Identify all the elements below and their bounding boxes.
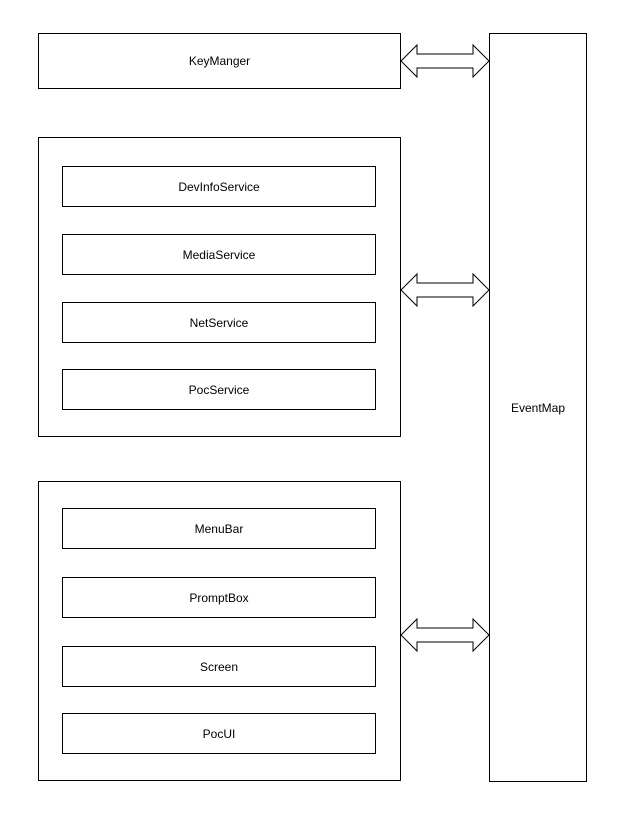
menu-bar-label: MenuBar xyxy=(194,521,244,536)
poc-ui-label: PocUI xyxy=(202,726,236,741)
dev-info-service-label: DevInfoService xyxy=(178,179,260,194)
poc-ui-box: PocUI xyxy=(62,713,376,754)
screen-label: Screen xyxy=(199,659,239,674)
prompt-box-label: PromptBox xyxy=(189,590,249,605)
double-arrow-keymanager xyxy=(400,43,490,79)
event-map-box: EventMap xyxy=(489,33,587,782)
dev-info-service-box: DevInfoService xyxy=(62,166,376,207)
prompt-box-box: PromptBox xyxy=(62,577,376,618)
screen-box: Screen xyxy=(62,646,376,687)
media-service-box: MediaService xyxy=(62,234,376,275)
poc-service-box: PocService xyxy=(62,369,376,410)
double-arrow-services xyxy=(400,272,490,308)
media-service-label: MediaService xyxy=(182,247,256,262)
key-manager-label: KeyManger xyxy=(188,54,251,68)
menu-bar-box: MenuBar xyxy=(62,508,376,549)
double-arrow-ui xyxy=(400,617,490,653)
net-service-box: NetService xyxy=(62,302,376,343)
key-manager-box: KeyManger xyxy=(38,33,401,89)
event-map-label: EventMap xyxy=(510,400,566,415)
poc-service-label: PocService xyxy=(188,382,250,397)
net-service-label: NetService xyxy=(189,315,249,330)
